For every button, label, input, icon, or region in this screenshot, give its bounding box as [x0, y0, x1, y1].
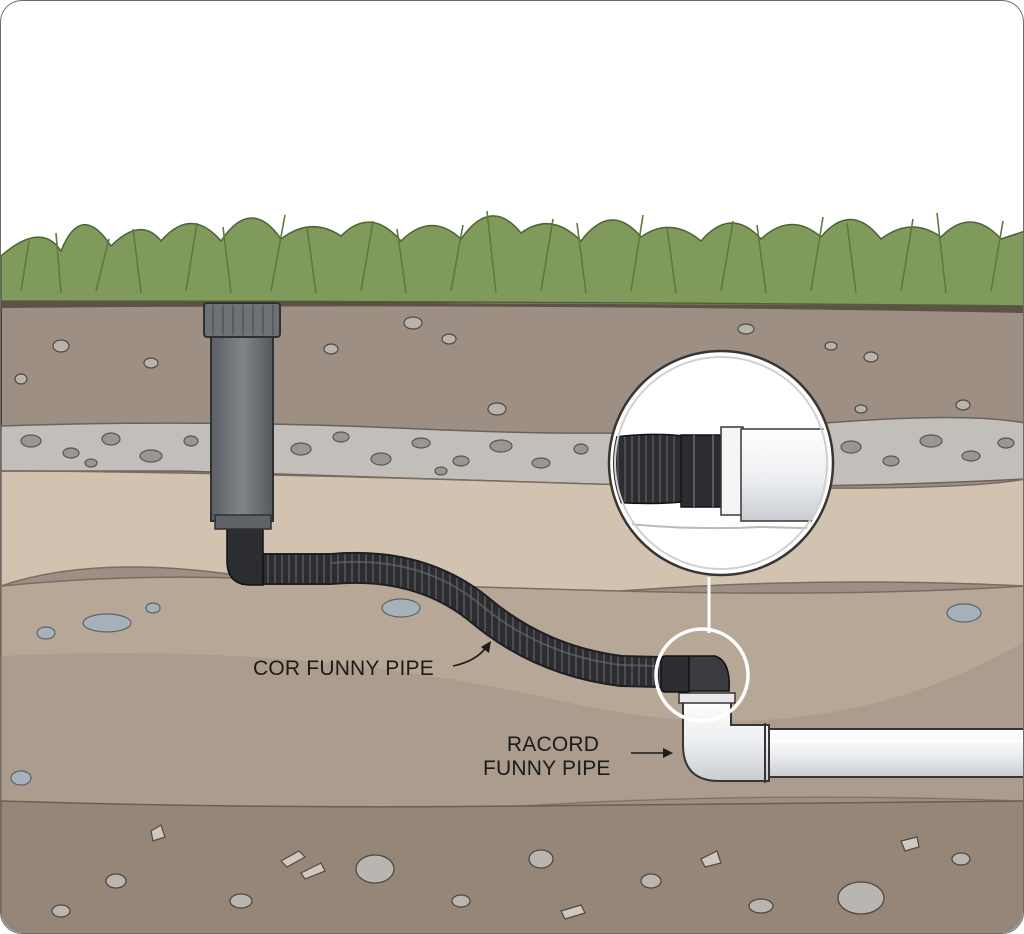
magnifier-callout-icon [607, 349, 835, 577]
label-racord-line1: RACORD [506, 733, 600, 756]
small-callout-circle [654, 627, 750, 723]
grass [1, 210, 1023, 313]
deep-shards [150, 824, 920, 920]
topsoil-stones [14, 316, 971, 416]
rock-layer [1, 800, 1023, 933]
pvc-pipe [765, 728, 1023, 778]
gravel-pebbles [20, 431, 1015, 476]
deep-rocks [51, 849, 971, 918]
arrow-racord-funny-pipe [631, 748, 673, 758]
label-cor-funny-pipe: COR FUNNY PIPE [253, 657, 434, 680]
arrow-cor-funny-pipe [452, 641, 491, 667]
label-racord-line2: FUNNY PIPE [483, 757, 611, 780]
sprinkler-head-icon [203, 302, 281, 586]
flex-pipe-icon [241, 551, 730, 693]
pvc-elbow-icon [678, 692, 770, 783]
mid-soil-stones [10, 598, 982, 786]
